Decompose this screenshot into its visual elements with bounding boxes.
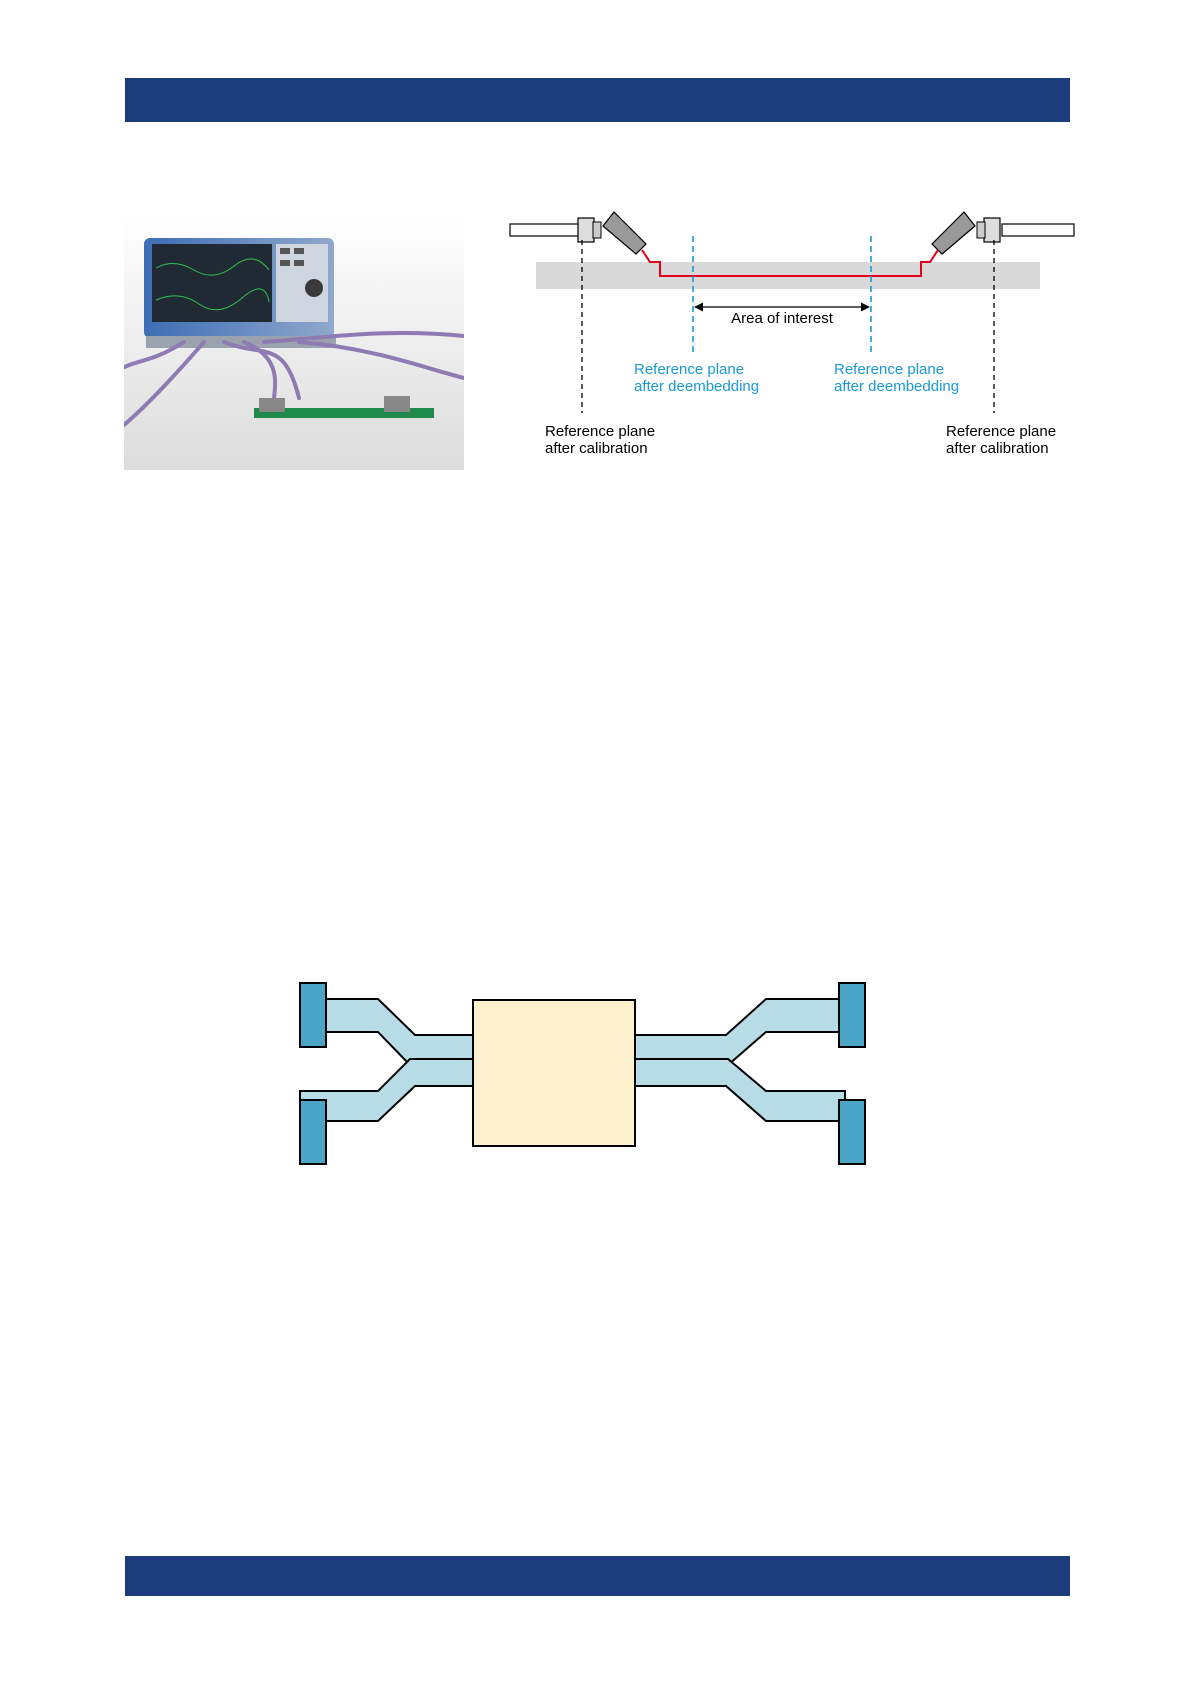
port-4 xyxy=(839,1100,865,1164)
line-top-right xyxy=(635,999,845,1065)
cal-right-label-2: after calibration xyxy=(946,440,1049,457)
cal-left-label-2: after calibration xyxy=(545,440,648,457)
port-2 xyxy=(300,1100,326,1164)
right-probe xyxy=(932,212,975,254)
left-cable xyxy=(510,224,580,236)
deembed-left-label-2: after deembedding xyxy=(634,378,759,395)
deembed-left-label-1: Reference plane xyxy=(634,361,744,378)
knob xyxy=(305,279,323,297)
deembed-right-label-2: after deembedding xyxy=(834,378,959,395)
left-connector xyxy=(578,218,594,242)
header-band xyxy=(125,78,1070,122)
reference-plane-diagram: Area of interest Reference plane after d… xyxy=(500,200,1090,470)
analyzer-screen xyxy=(152,244,272,322)
dut-box xyxy=(473,1000,635,1146)
area-of-interest-label: Area of interest xyxy=(731,310,834,327)
right-connector xyxy=(984,218,1000,242)
right-cable xyxy=(1002,224,1074,236)
left-probe xyxy=(603,212,646,254)
deembed-right-label-1: Reference plane xyxy=(834,361,944,378)
port-1 xyxy=(300,983,326,1047)
vna-photo xyxy=(124,218,464,470)
cal-right-label-1: Reference plane xyxy=(946,423,1056,440)
cal-left-label-1: Reference plane xyxy=(545,423,655,440)
fixture-diagram xyxy=(280,975,880,1175)
line-bottom-right xyxy=(635,1059,845,1121)
footer-band xyxy=(125,1556,1070,1596)
port-3 xyxy=(839,983,865,1047)
